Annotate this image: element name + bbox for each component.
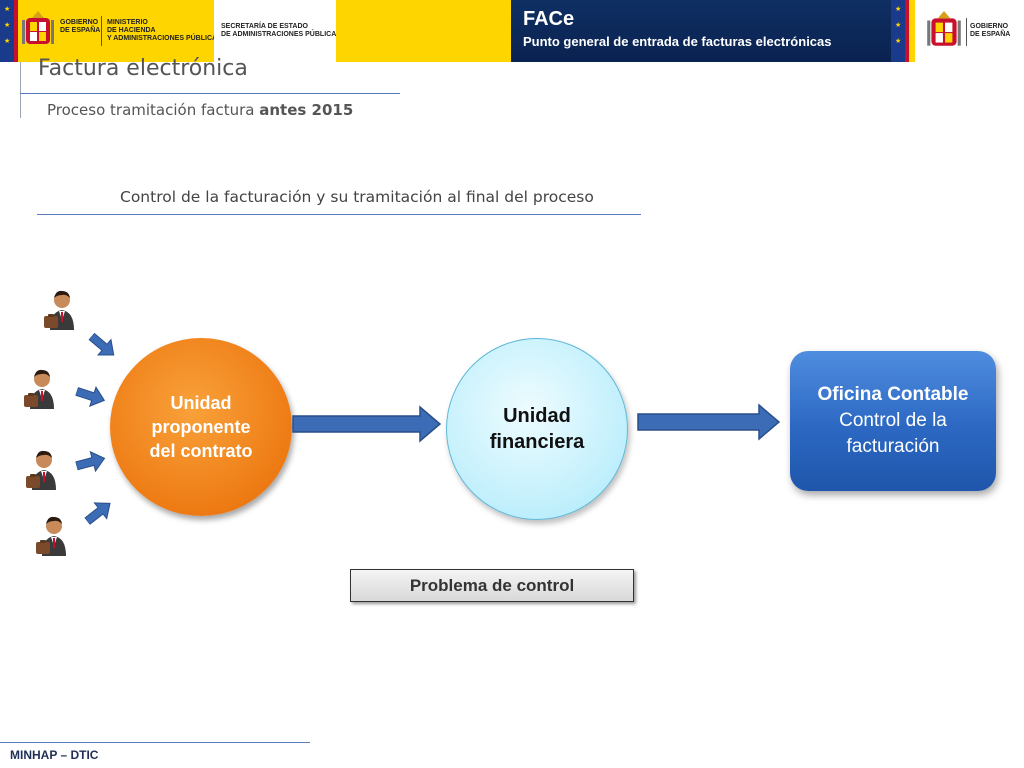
logo-separator xyxy=(101,16,102,46)
header-yellow-left xyxy=(18,0,214,62)
oficina-contable-line: Control de la xyxy=(839,410,947,431)
ministry-text: MINISTERIO DE HACIENDA Y ADMINISTRACIONE… xyxy=(107,19,222,42)
section-heading: Control de la facturación y su tramitaci… xyxy=(120,188,594,206)
eu-flag-icon: ★★★ xyxy=(0,0,14,62)
page-subtitle: Proceso tramitación factura antes 2015 xyxy=(47,101,354,119)
coat-of-arms-icon xyxy=(22,11,54,44)
arrow-right-icon xyxy=(84,502,111,526)
logo-separator xyxy=(966,18,967,46)
businessman-icon xyxy=(26,450,56,490)
header-yellow-middle xyxy=(336,0,511,62)
coat-of-arms-icon xyxy=(927,11,961,46)
spain-flag-stripe xyxy=(909,0,915,62)
section-rule xyxy=(37,214,641,215)
face-title: FACe xyxy=(523,8,575,30)
spain-flag-stripe xyxy=(14,0,18,62)
eu-flag-icon: ★★★ xyxy=(891,0,905,62)
businessman-icon xyxy=(44,290,74,330)
oficina-contable-title: Oficina Contable xyxy=(817,384,969,405)
arrow-right-icon xyxy=(74,385,106,407)
title-vertical-line xyxy=(20,62,21,118)
footer-text: MINHAP – DTIC xyxy=(10,748,99,762)
header-banner: ★★★ GOBIERNO DE ESPAÑA MINISTERIO DE HAC… xyxy=(0,0,1024,62)
businessman-icon xyxy=(36,516,66,556)
node-unidad-proponente: Unidad proponente del contrato xyxy=(110,338,292,516)
gov-logo-text-left: GOBIERNO DE ESPAÑA xyxy=(60,19,101,34)
footer-rule xyxy=(0,742,310,743)
arrow-right-icon xyxy=(74,450,106,473)
face-banner: FACe Punto general de entrada de factura… xyxy=(511,0,891,62)
node-oficina-contable: Oficina Contable Control de la facturaci… xyxy=(790,351,996,491)
gov-logo-text-right: GOBIERNO DE ESPAÑA xyxy=(970,23,1011,38)
node-unidad-financiera: Unidad financiera xyxy=(446,338,628,520)
header-white-block xyxy=(214,0,336,62)
arrow-right-icon xyxy=(292,405,442,443)
secretaria-text: SECRETARÍA DE ESTADO DE ADMINISTRACIONES… xyxy=(221,23,341,38)
page-title: Factura electrónica xyxy=(38,56,248,81)
face-subtitle: Punto general de entrada de facturas ele… xyxy=(523,34,832,49)
oficina-contable-line: facturación xyxy=(846,436,940,457)
businessman-icon xyxy=(24,369,54,409)
problem-label: Problema de control xyxy=(350,569,634,602)
title-rule xyxy=(20,93,400,94)
arrow-right-icon xyxy=(88,332,115,356)
arrow-right-icon xyxy=(637,403,781,441)
spain-flag-stripe xyxy=(905,0,909,62)
